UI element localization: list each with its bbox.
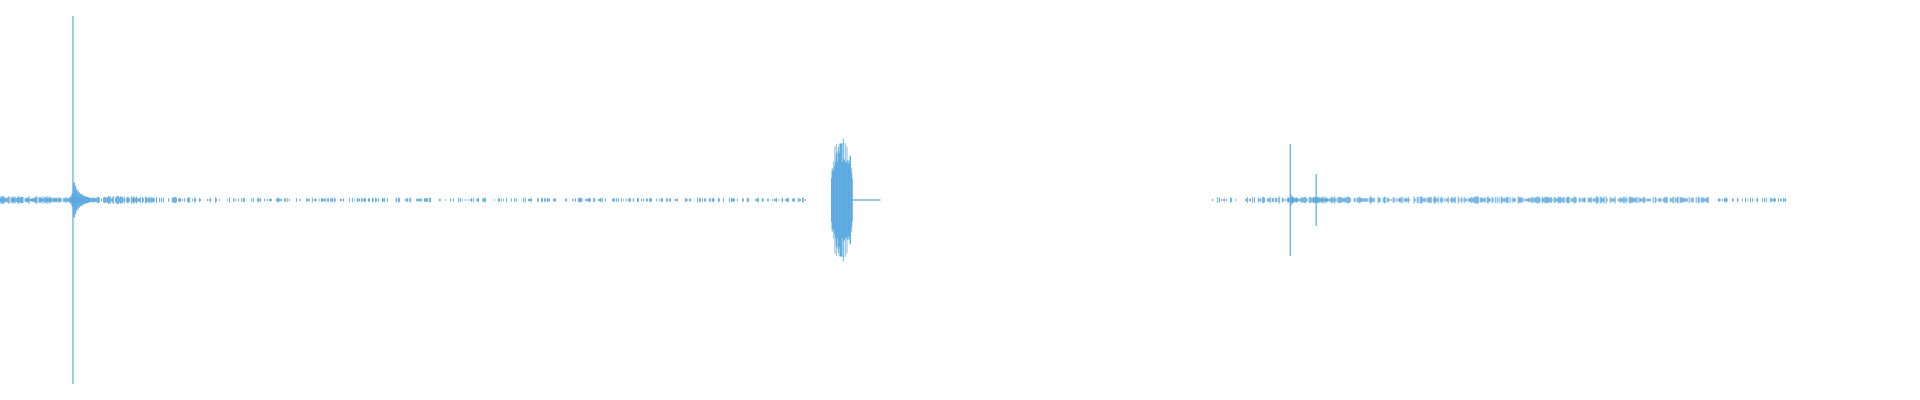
waveform-bars [0, 16, 1786, 384]
